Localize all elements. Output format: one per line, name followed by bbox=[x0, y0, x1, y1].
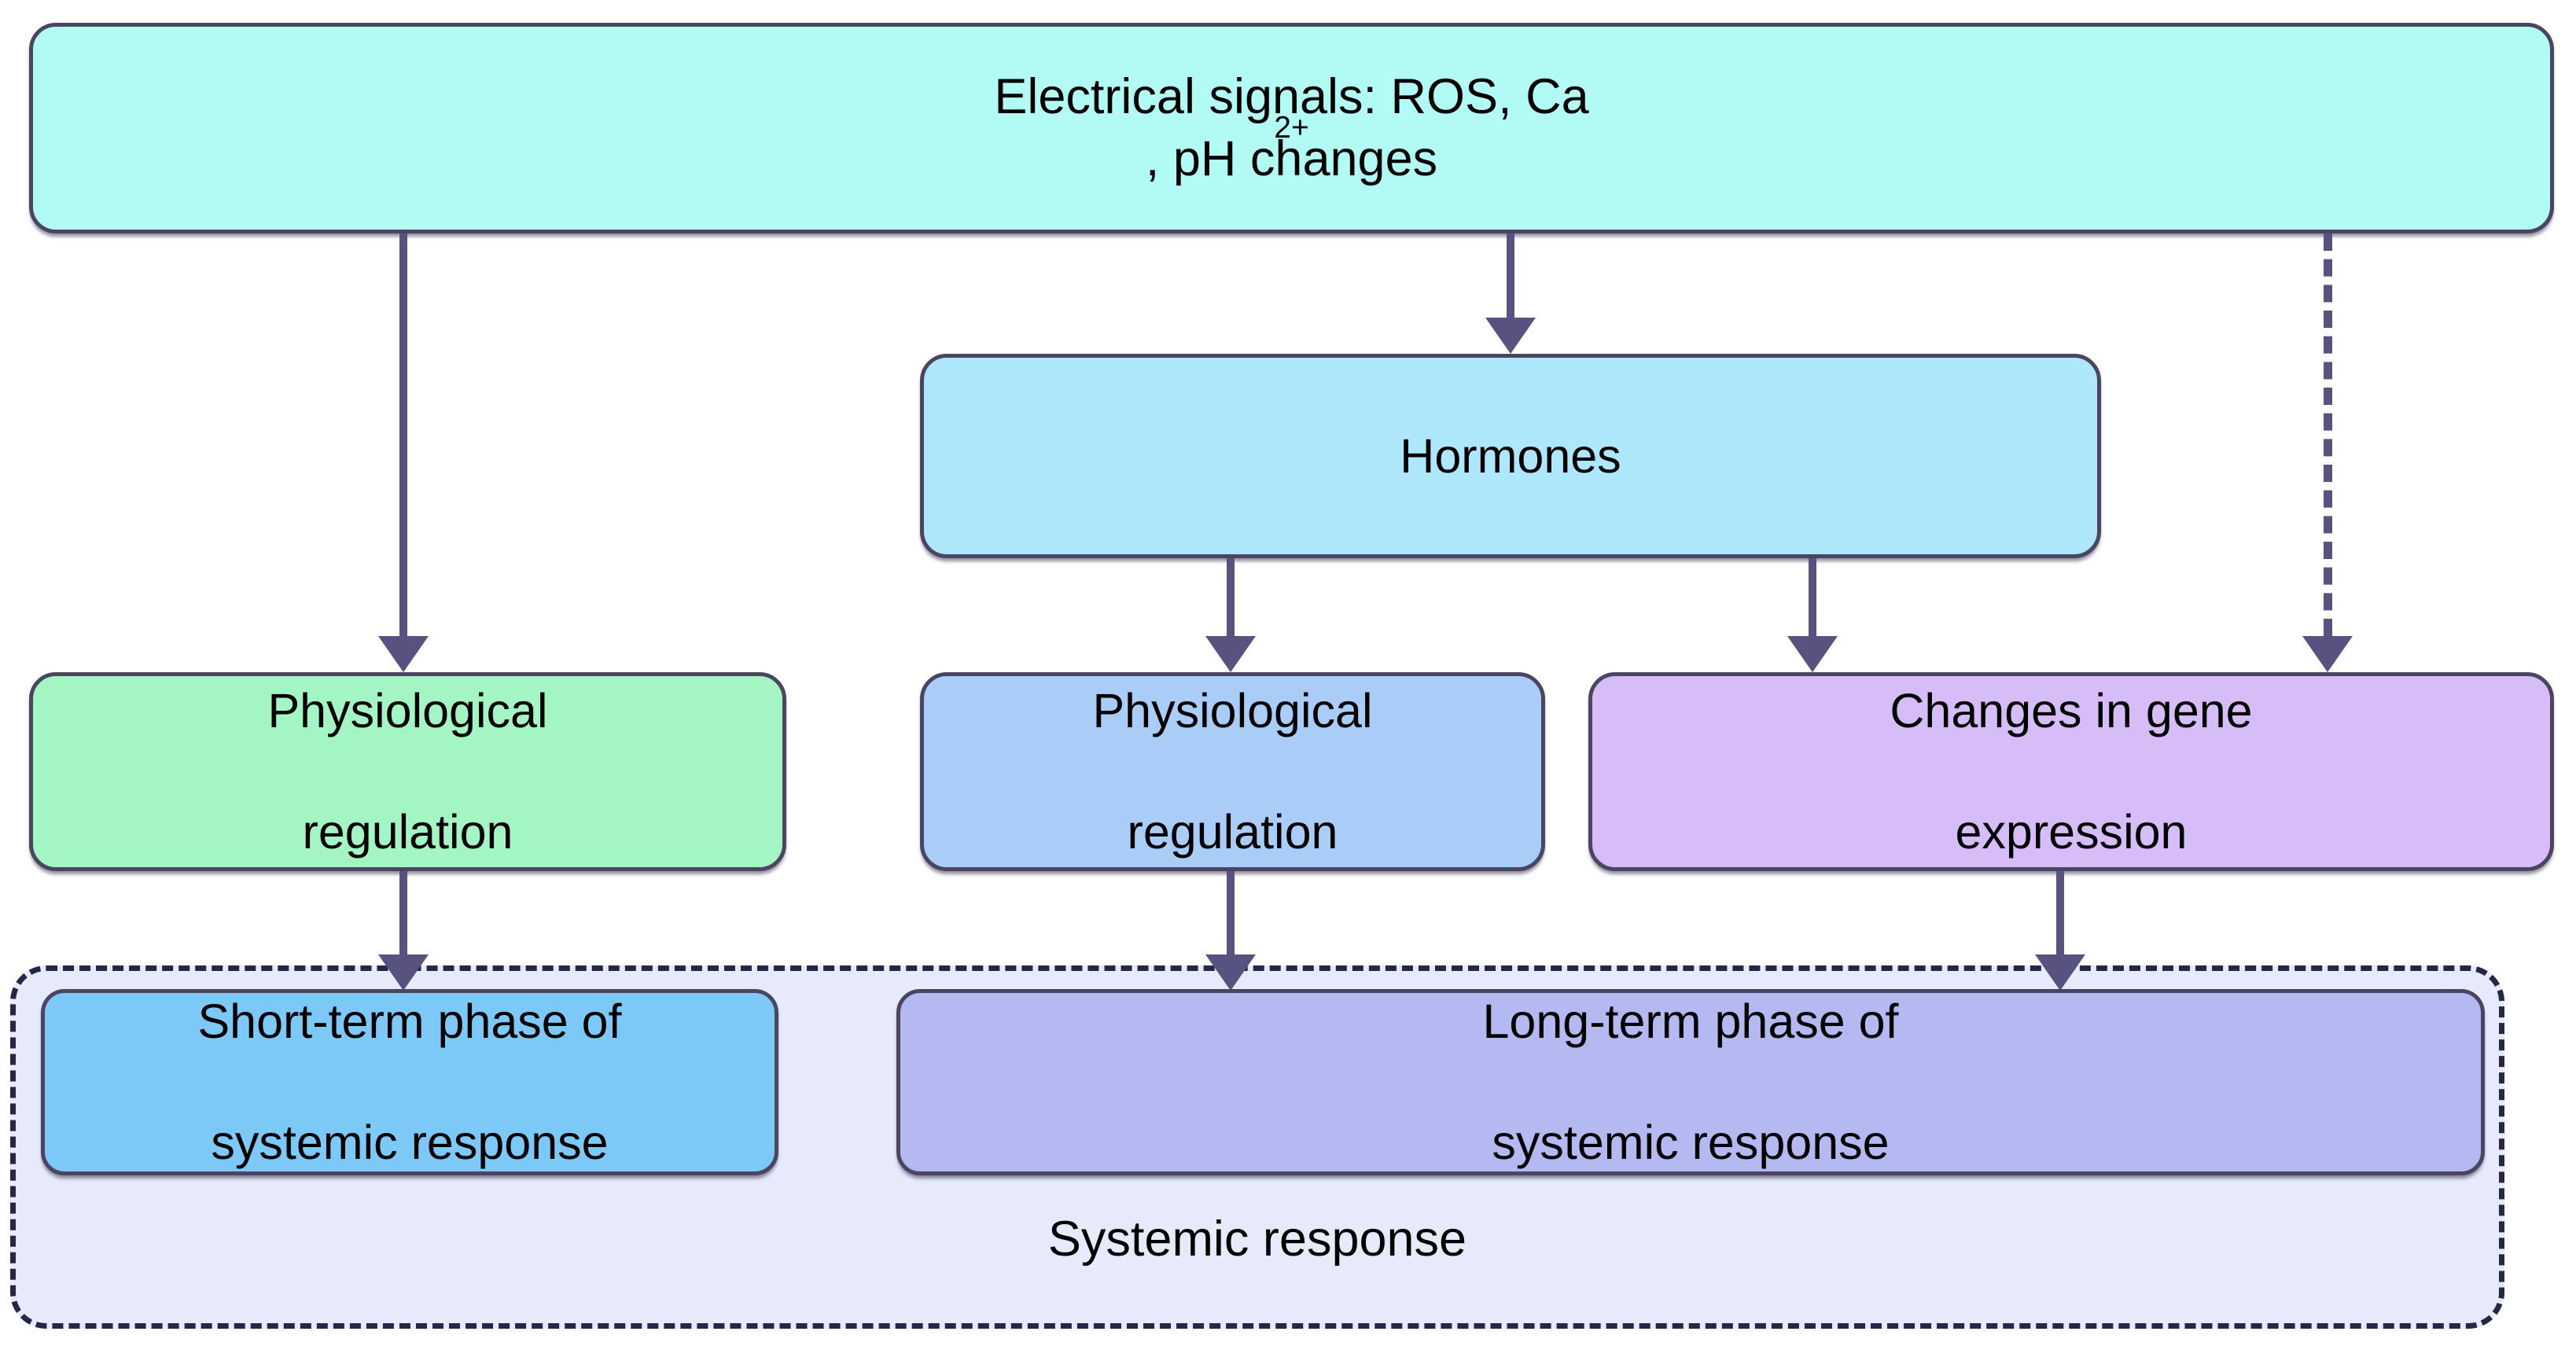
short-term-line2: systemic response bbox=[211, 1115, 609, 1169]
edge-physiological-green-to-short-term bbox=[378, 871, 429, 991]
long-term-line1: Long-term phase of bbox=[1482, 995, 1899, 1049]
node-physiological-regulation-blue[interactable]: Physiological regulation bbox=[920, 672, 1545, 871]
physiological-blue-line1: Physiological bbox=[1092, 684, 1373, 738]
edge-shaft bbox=[1227, 871, 1235, 954]
edge-hormones-to-physiological-blue bbox=[1205, 558, 1256, 672]
node-gene-expression-label: Changes in gene expression bbox=[1861, 681, 2280, 862]
long-term-line2: systemic response bbox=[1492, 1115, 1890, 1169]
gene-expression-line2: expression bbox=[1955, 804, 2188, 859]
group-systemic-response-label: Systemic response bbox=[1047, 1212, 1467, 1267]
edge-shaft bbox=[1507, 234, 1514, 318]
edge-shaft bbox=[399, 234, 407, 636]
edge-arrowhead bbox=[1205, 636, 1256, 672]
node-long-term-label: Long-term phase of systemic response bbox=[1455, 991, 1927, 1173]
edge-arrowhead bbox=[1787, 636, 1838, 672]
node-physiological-blue-label: Physiological regulation bbox=[1064, 681, 1400, 862]
node-hormones[interactable]: Hormones bbox=[920, 354, 2101, 558]
edge-signals-to-hormones bbox=[1485, 234, 1536, 354]
physiological-green-line1: Physiological bbox=[267, 684, 548, 738]
physiological-green-line2: regulation bbox=[302, 804, 513, 859]
node-short-term-label: Short-term phase of systemic response bbox=[169, 991, 650, 1173]
edge-shaft bbox=[1809, 558, 1816, 636]
node-physiological-green-label: Physiological regulation bbox=[239, 681, 576, 862]
edge-arrowhead bbox=[1485, 318, 1536, 354]
edge-shaft bbox=[1227, 558, 1235, 636]
node-physiological-regulation-green[interactable]: Physiological regulation bbox=[29, 672, 786, 871]
edge-signals-to-physiological-green bbox=[378, 234, 429, 672]
node-long-term-phase[interactable]: Long-term phase of systemic response bbox=[896, 989, 2485, 1175]
edge-arrowhead bbox=[2302, 636, 2353, 672]
edge-hormones-to-gene-expression bbox=[1787, 558, 1838, 672]
edge-shaft bbox=[399, 871, 407, 954]
node-short-term-phase[interactable]: Short-term phase of systemic response bbox=[41, 989, 778, 1175]
physiological-blue-line2: regulation bbox=[1127, 804, 1338, 859]
edge-signals-to-gene-expression bbox=[2302, 234, 2353, 672]
edge-physiological-blue-to-long-term bbox=[1205, 871, 1256, 991]
edge-arrowhead bbox=[378, 954, 429, 991]
gene-expression-line1: Changes in gene bbox=[1890, 684, 2253, 738]
electrical-signals-text-pre: Electrical signals: ROS, Ca bbox=[994, 68, 1589, 124]
edge-shaft-dashed bbox=[2324, 234, 2332, 636]
short-term-line1: Short-term phase of bbox=[197, 995, 622, 1049]
node-changes-in-gene-expression[interactable]: Changes in gene expression bbox=[1588, 672, 2554, 871]
edge-arrowhead bbox=[378, 636, 429, 672]
edge-shaft bbox=[2056, 871, 2064, 954]
edge-arrowhead bbox=[2035, 954, 2085, 991]
node-hormones-label: Hormones bbox=[1400, 428, 1621, 483]
edge-gene-expression-to-long-term bbox=[2035, 871, 2085, 991]
electrical-signals-text-post: , pH changes bbox=[1145, 131, 1438, 186]
edge-arrowhead bbox=[1205, 954, 1256, 991]
